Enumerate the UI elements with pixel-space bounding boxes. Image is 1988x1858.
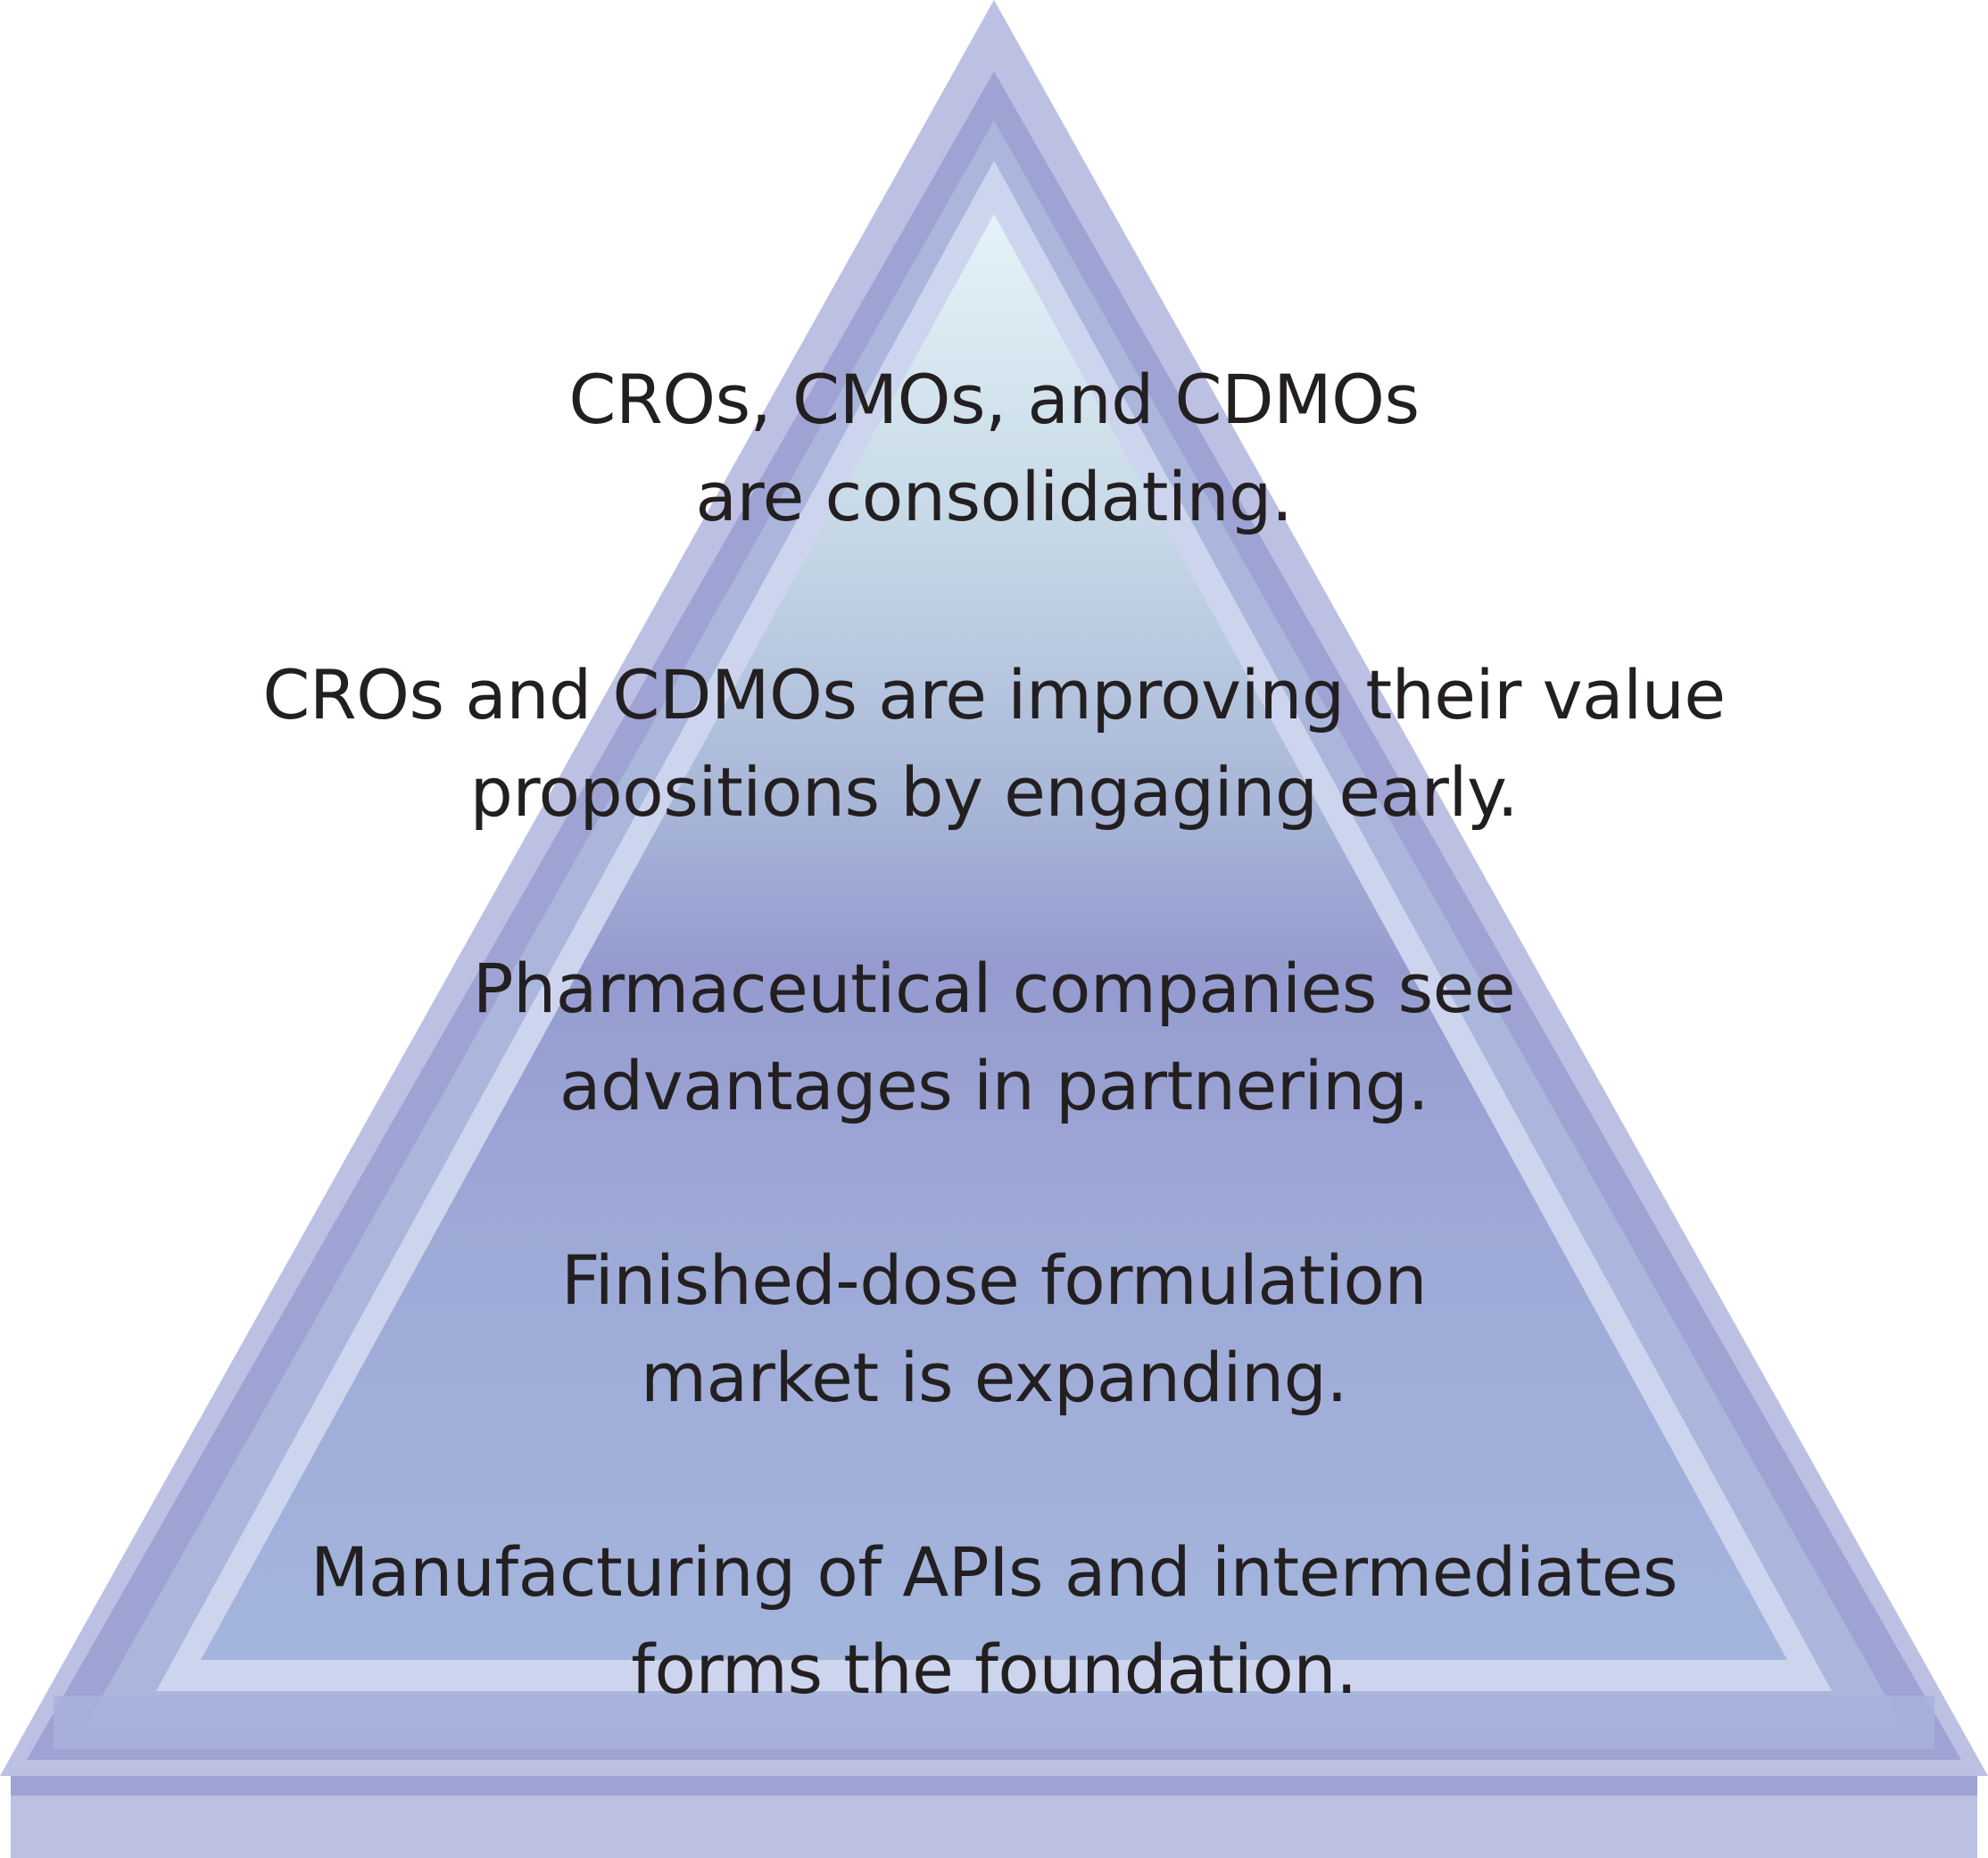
pyramid-tier-3: Pharmaceutical companies see advantages … — [0, 940, 1988, 1134]
tier-1-line-1: CROs, CMOs, and CDMOs — [568, 360, 1420, 439]
tier-2-line-1: CROs and CDMOs are improving their value — [262, 655, 1726, 734]
pyramid-tier-2: CROs and CDMOs are improving their value… — [0, 646, 1988, 841]
tier-2-line-2: propositions by engaging early. — [469, 752, 1519, 832]
pyramid-tier-4: Finished-dose formulation market is expa… — [0, 1232, 1988, 1426]
tier-4-line-1: Finished-dose formulation — [560, 1240, 1428, 1320]
pyramid-inner-fill — [201, 214, 1787, 1660]
pyramid-tier-5: Manufacturing of APIs and intermediates … — [0, 1523, 1988, 1718]
tier-3-line-2: advantages in partnering. — [559, 1046, 1429, 1125]
tier-4-line-2: market is expanding. — [640, 1338, 1348, 1417]
pyramid-bottom-band — [54, 1696, 1934, 1749]
tier-5-line-2: forms the foundation. — [631, 1630, 1357, 1709]
tier-1-line-2: are consolidating. — [695, 457, 1293, 536]
tier-3-line-1: Pharmaceutical companies see — [472, 949, 1516, 1028]
tier-5-line-1: Manufacturing of APIs and intermediates — [310, 1532, 1678, 1612]
pyramid-tier-1: CROs, CMOs, and CDMOs are consolidating. — [0, 351, 1988, 545]
